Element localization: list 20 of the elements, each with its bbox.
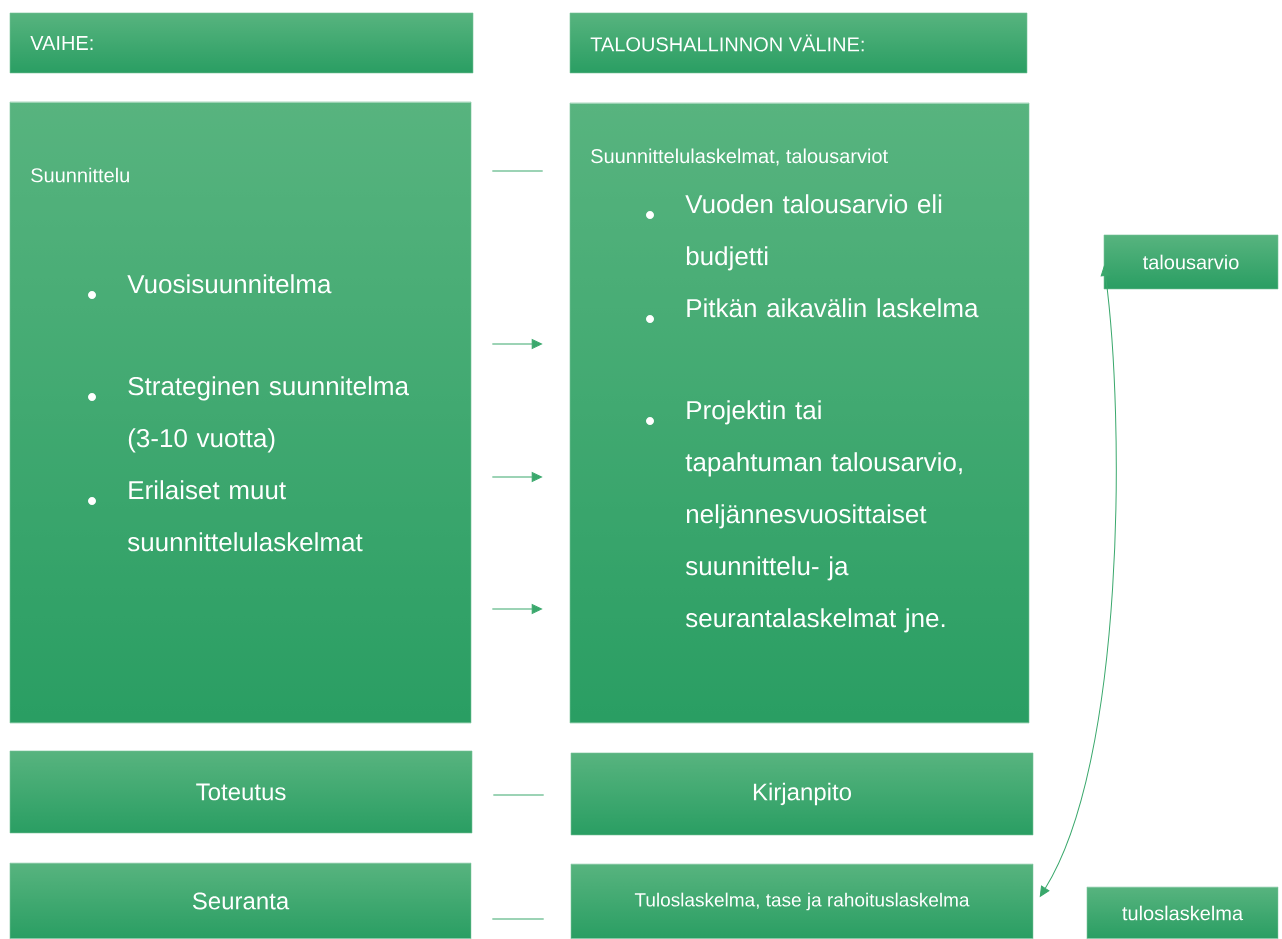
heading-text: Suunnittelulaskelmat, talousarviot xyxy=(591,148,888,166)
label-box: tuloslaskelma xyxy=(1086,886,1279,939)
heading-text: VAIHE: xyxy=(30,36,93,50)
list-item: Strateginen suunnitelma (3-10 vuotta) xyxy=(128,376,409,453)
label-box: talousarvio xyxy=(1103,234,1279,290)
arrow xyxy=(491,472,542,482)
heading-text: Suunnittelu xyxy=(31,167,129,183)
arrow xyxy=(491,339,542,349)
list-item: Projektin tai tapahtuman talousarvio, neljännesvuosittaiset suunnittelu- ja seurantalaskelmat jne. xyxy=(685,400,962,633)
label-box: Tuloslaskelma, tase ja rahoituslaskelma xyxy=(570,863,1034,939)
label-box: Kirjanpito xyxy=(570,752,1034,836)
list-item: Erilaiset muut suunnittelulaskelmat xyxy=(127,480,363,552)
list-item: Vuosisuunnitelma xyxy=(127,274,332,294)
list-item: Pitkän aikavälin laskelma xyxy=(687,298,979,318)
list-item: Vuoden talousarvio eli budjetti xyxy=(685,194,942,271)
arrow xyxy=(491,604,542,614)
arrow xyxy=(1039,265,1117,897)
heading-text: TALOUSHALLINNON VÄLINE: xyxy=(590,34,864,52)
label-box: Seuranta xyxy=(9,862,472,939)
label-box: Toteutus xyxy=(9,750,473,834)
